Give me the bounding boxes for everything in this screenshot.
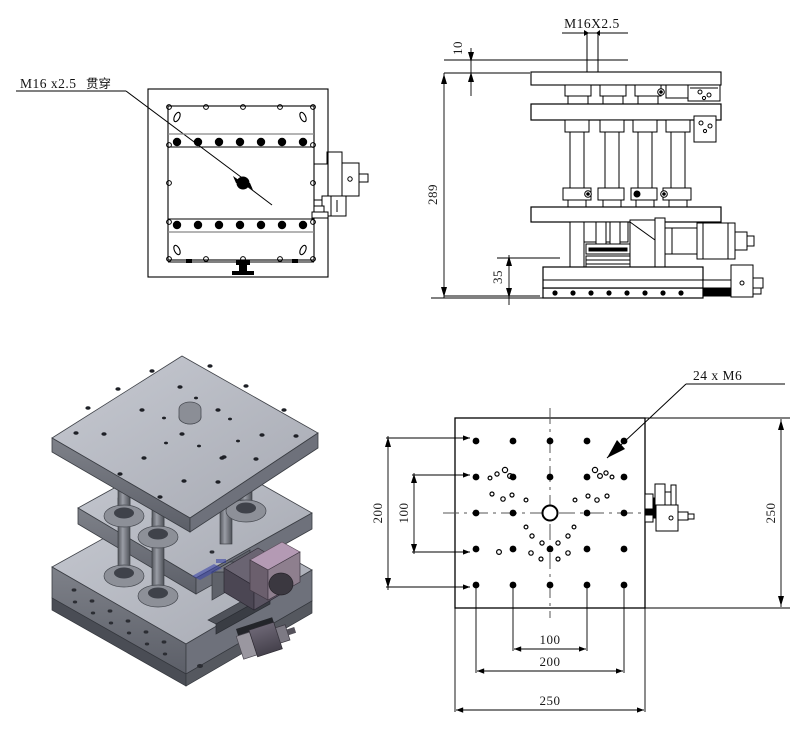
view-top-right: M16X2.5 10 289: [425, 16, 764, 305]
callout-m16-text: M16 x2.5: [20, 76, 77, 91]
dim-10-text: 10: [450, 41, 465, 55]
dim-289: 289: [425, 73, 540, 298]
dim-289-text: 289: [425, 184, 440, 205]
dim-100-horizontal-text: 100: [540, 632, 561, 647]
iso-post-collars-upper: [103, 499, 267, 549]
plan-motor-assembly: [644, 483, 695, 532]
callout-m16x25-text: M16X2.5: [564, 16, 620, 31]
elev-lower-mounts: [562, 187, 692, 208]
iso-top-plate: [51, 355, 319, 533]
top-view-outer-body: [147, 88, 329, 278]
plan-small-holes: [487, 466, 615, 562]
dim-100-vertical: 100: [396, 472, 470, 555]
leader-tail: [242, 182, 273, 206]
callout-24xm6-text: 24 x M6: [693, 368, 742, 383]
dim-100-vertical-text: 100: [396, 503, 411, 524]
elev-base-bolts: [552, 290, 684, 296]
callout-24xm6: 24 x M6: [606, 368, 785, 459]
dim-250-vertical: 250: [645, 417, 790, 609]
elev-mid-plate-lower: [530, 206, 722, 223]
bolt-row-upper: [172, 137, 308, 147]
corner-slots: [173, 111, 307, 256]
bolt-row-lower: [172, 220, 308, 230]
dim-250-horizontal: 250: [454, 608, 646, 713]
dim-35: 35: [490, 255, 560, 305]
iso-base-leadscrew: [207, 589, 297, 660]
dim-100-horizontal: 100: [512, 588, 588, 652]
view-top-left: M16 x2.5 贯穿: [16, 76, 369, 278]
dim-10: 10: [444, 41, 628, 96]
dim-35-text: 35: [490, 270, 505, 284]
elev-top-plate: [530, 71, 722, 86]
callout-m16-cjk: 贯穿: [86, 76, 111, 91]
elev-upper-mounts: [564, 84, 721, 105]
iso-motor-assembly: [192, 541, 301, 611]
callout-m16-through: M16 x2.5 贯穿: [16, 76, 246, 181]
view-isometric-3d: [51, 355, 319, 687]
elev-posts: [564, 115, 717, 189]
dim-250-horizontal-text: 250: [540, 693, 561, 708]
view-bottom-right: 24 x M6: [370, 368, 790, 713]
callout-m16x25: M16X2.5: [562, 16, 628, 74]
elev-mid-plate-upper: [530, 103, 722, 121]
motor-assembly-top-left: [311, 151, 369, 219]
dim-200-vertical: 200: [370, 435, 470, 590]
iso-post-collars-lower: [103, 564, 179, 608]
dim-200-horizontal: 200: [475, 588, 625, 674]
plan-center-hole: [541, 504, 559, 522]
elev-motor-base: [702, 264, 764, 298]
elev-motor-upper: [664, 222, 755, 260]
perimeter-holes: [166, 104, 316, 262]
dim-200-vertical-text: 200: [370, 503, 385, 524]
dim-200-horizontal-text: 200: [540, 654, 561, 669]
bottom-fixture: [168, 259, 314, 275]
leader-arrow-head: [233, 176, 243, 183]
iso-top-plate-holes: [73, 364, 299, 499]
dim-250-vertical-text: 250: [763, 503, 778, 524]
iso-center-boss: [178, 401, 202, 425]
elev-base: [542, 266, 704, 299]
